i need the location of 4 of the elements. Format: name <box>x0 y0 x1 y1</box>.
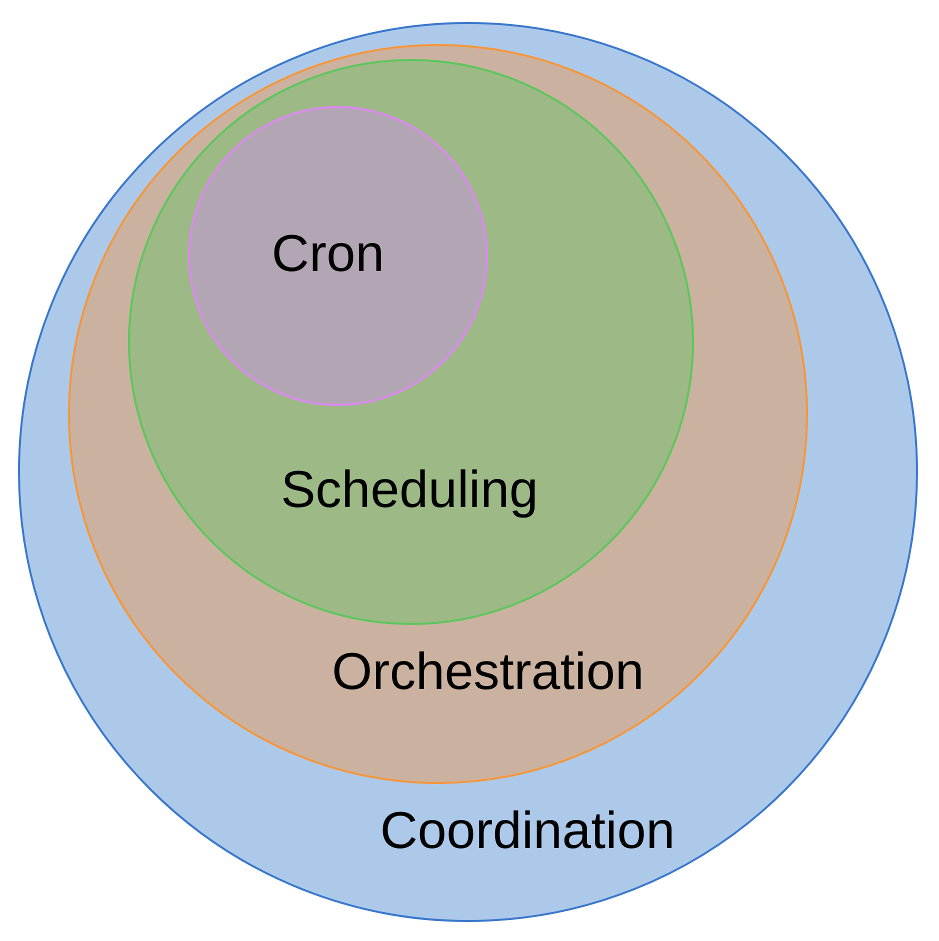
circle-label: Orchestration <box>332 642 644 702</box>
circle-label: Coordination <box>380 801 675 861</box>
circle-label: Cron <box>272 224 384 284</box>
circle-label: Scheduling <box>280 460 538 520</box>
